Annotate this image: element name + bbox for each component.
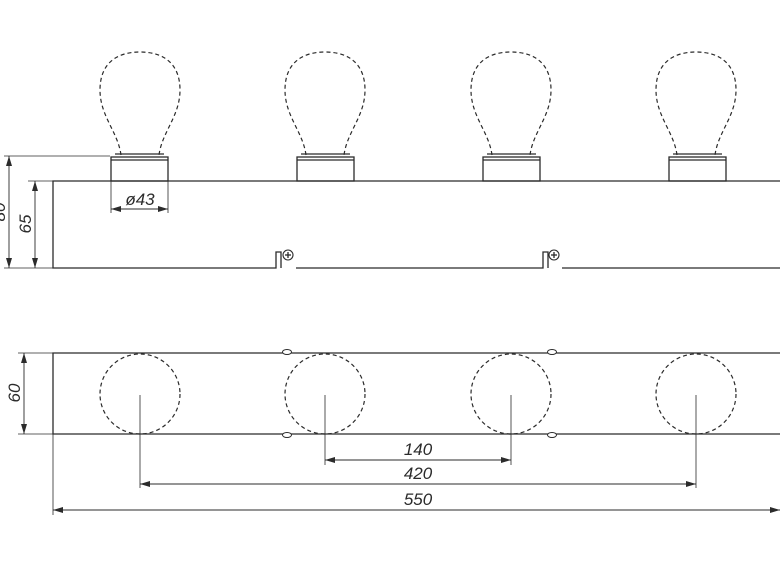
dimension-bulb-span: 420 — [140, 464, 696, 487]
front-screw-1 — [282, 249, 294, 261]
front-bulbs — [99, 51, 737, 156]
dimension-socket-diameter: ø43 — [110, 181, 169, 213]
dimension-text-140: 140 — [404, 440, 433, 459]
dimension-depth: 60 — [5, 352, 53, 435]
dimension-text-60: 60 — [5, 383, 24, 402]
bulb-outline-1 — [99, 51, 181, 156]
top-bar-body — [52, 352, 780, 435]
top-bulb-circle-1 — [99, 353, 181, 435]
front-screw-2 — [548, 249, 560, 261]
top-clip-3 — [547, 349, 557, 355]
top-clip-2 — [282, 432, 292, 438]
dimension-total-height: 80 — [0, 155, 110, 269]
dimension-bulb-pitch: 140 — [325, 440, 511, 463]
top-bulb-circle-4 — [655, 353, 737, 435]
top-bulbs — [99, 353, 737, 435]
top-bulb-circle-2 — [284, 353, 366, 435]
dimension-total-length: 550 — [53, 490, 780, 513]
bulb-outline-3 — [470, 51, 552, 156]
top-clip-4 — [547, 432, 557, 438]
front-view: 80 65 ø43 — [0, 51, 780, 269]
socket-4 — [668, 153, 727, 182]
bulb-outline-4 — [655, 51, 737, 156]
dimension-text-diameter-43: ø43 — [125, 190, 155, 209]
socket-3 — [482, 153, 541, 182]
dimension-text-420: 420 — [404, 464, 433, 483]
bulb-outline-2 — [284, 51, 366, 156]
front-bar-body — [52, 180, 780, 269]
top-clip-1 — [282, 349, 292, 355]
socket-1 — [110, 153, 169, 182]
top-view: 60 140 420 550 — [5, 349, 780, 515]
dimension-text-80: 80 — [0, 202, 9, 221]
socket-2 — [296, 153, 355, 182]
dimension-text-65: 65 — [16, 214, 35, 233]
dimension-text-550: 550 — [404, 490, 433, 509]
front-sockets — [110, 153, 727, 182]
dimension-bar-height: 65 — [16, 180, 53, 268]
top-bulb-circle-3 — [470, 353, 552, 435]
